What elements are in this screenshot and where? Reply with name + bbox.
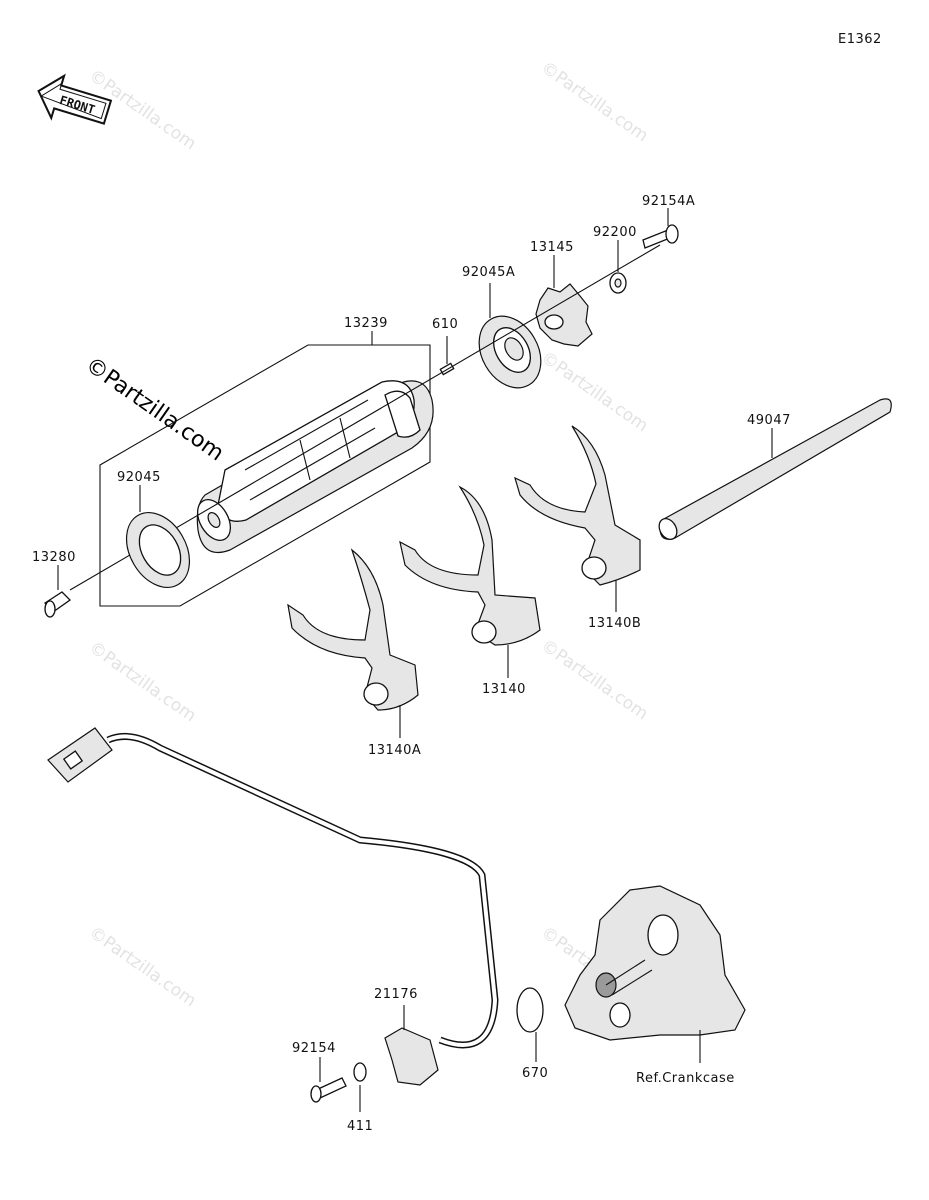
label-92154: 92154 (292, 1041, 336, 1056)
watermark-text: ©Partzilla.com (537, 636, 652, 725)
label-ref-crankcase: Ref.Crankcase (636, 1071, 735, 1086)
washer-411 (353, 1062, 367, 1112)
label-92154A: 92154A (642, 194, 695, 209)
shift-fork-13140 (399, 485, 541, 678)
shift-rod-49047 (658, 398, 892, 540)
watermark-text: ©Partzilla.com (537, 348, 652, 437)
diagram-code: E1362 (838, 32, 882, 47)
label-92200: 92200 (593, 225, 637, 240)
bolt-92154 (310, 1057, 347, 1103)
front-arrow-icon: FRONT (37, 73, 113, 125)
label-13140A: 13140A (368, 743, 421, 758)
shift-drum (196, 380, 434, 554)
assembly-bracket-13239 (99, 331, 431, 607)
label-670: 670 (522, 1066, 548, 1081)
label-92045A: 92045A (462, 265, 515, 280)
watermark-text: ©Partzilla.com (537, 58, 652, 147)
label-13140: 13140 (482, 682, 526, 697)
watermark-text: ©Partzilla.com (85, 923, 200, 1012)
watermark-main: ©Partzilla.com (81, 352, 229, 466)
plug-13280 (44, 565, 72, 618)
label-21176: 21176 (374, 987, 418, 1002)
shift-fork-13140A (287, 548, 419, 738)
shift-fork-13140B (514, 425, 641, 612)
label-13145: 13145 (530, 240, 574, 255)
watermark-text: ©Partzilla.com (85, 638, 200, 727)
bearing-92045A (478, 283, 542, 389)
label-13239: 13239 (344, 316, 388, 331)
bearing-92045 (125, 485, 191, 588)
label-411: 411 (347, 1119, 373, 1134)
part-labels: 13239 610 92045A 13145 92200 92154A 4904… (32, 194, 791, 1134)
crankcase-ref (564, 885, 746, 1063)
o-ring-670 (516, 987, 544, 1062)
pin-610 (439, 336, 455, 376)
label-49047: 49047 (747, 413, 791, 428)
label-13280: 13280 (32, 550, 76, 565)
label-610: 610 (432, 317, 458, 332)
label-92045: 92045 (117, 470, 161, 485)
label-13140B: 13140B (588, 616, 641, 631)
washer-92200 (609, 240, 627, 294)
gear-position-sensor (47, 727, 499, 1086)
bolt-92154A (642, 208, 679, 249)
shift-cam-13145 (535, 255, 593, 347)
